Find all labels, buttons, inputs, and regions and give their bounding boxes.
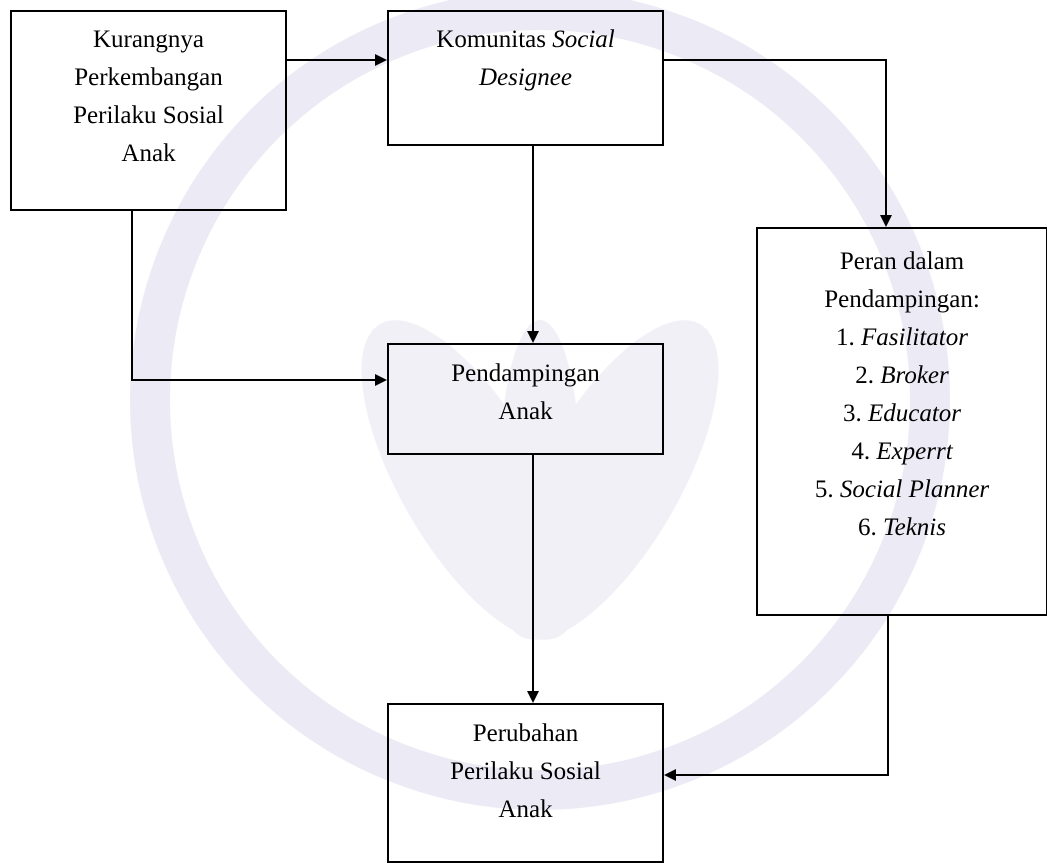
arrow-kurang-to-pendampingan: [131, 211, 387, 386]
peran-heading: Pendampingan:: [824, 286, 980, 313]
node-pendampingan-anak: Pendampingan Anak: [387, 343, 664, 455]
peran-item-number: 6.: [858, 514, 877, 541]
node-text-line: Anak: [121, 140, 176, 167]
node-text-line: Anak: [498, 796, 553, 823]
komunitas-italic-designee: Designee: [478, 64, 573, 91]
peran-item: 2. Broker: [758, 357, 1046, 395]
node-text-line: Pendampingan: [451, 360, 600, 387]
peran-item-text: Social Planner: [839, 476, 990, 503]
peran-item-number: 3.: [842, 400, 862, 427]
node-text-line: Perkembangan: [74, 64, 223, 91]
node-text-line: Komunitas Social: [389, 21, 662, 59]
peran-item-number: 2.: [855, 362, 874, 389]
node-text-line: Kurangnya: [92, 26, 205, 53]
peran-item-text: Teknis: [883, 514, 946, 541]
peran-item-number: 1.: [836, 324, 855, 351]
node-kurangnya-perkembangan: Kurangnya Perkembangan Perilaku Sosial A…: [10, 10, 287, 211]
peran-heading: Peran dalam: [839, 248, 965, 275]
node-text-line: Perubahan: [472, 720, 579, 747]
node-text-line: Perilaku Sosial: [73, 102, 224, 129]
komunitas-prefix: Komunitas: [436, 26, 553, 53]
komunitas-italic-social: Social: [552, 26, 615, 53]
peran-item: 6. Teknis: [758, 509, 1046, 547]
node-komunitas-social-designee: Komunitas Social Designee: [387, 10, 664, 146]
peran-item-text: Broker: [880, 362, 949, 389]
peran-item-number: 5.: [814, 476, 834, 503]
node-text-line: Anak: [498, 398, 553, 425]
peran-item-text: Fasilitator: [861, 324, 968, 351]
peran-item: 3. Educator: [758, 395, 1046, 433]
peran-item: 1. Fasilitator: [758, 319, 1046, 357]
peran-item-text: Experrt: [876, 438, 953, 465]
node-text-line: Perilaku Sosial: [450, 758, 601, 785]
arrow-peran-to-perubahan: [664, 616, 889, 781]
peran-item: 5. Social Planner: [758, 471, 1046, 509]
peran-item-number: 4.: [851, 438, 871, 465]
peran-item: 4. Experrt: [758, 433, 1046, 471]
peran-item-text: Educator: [867, 400, 962, 427]
node-perubahan-perilaku: Perubahan Perilaku Sosial Anak: [387, 703, 664, 863]
node-peran-dalam-pendampingan: Peran dalam Pendampingan: 1. Fasilitator…: [756, 227, 1047, 616]
arrow-komunitas-to-peran: [664, 59, 892, 227]
